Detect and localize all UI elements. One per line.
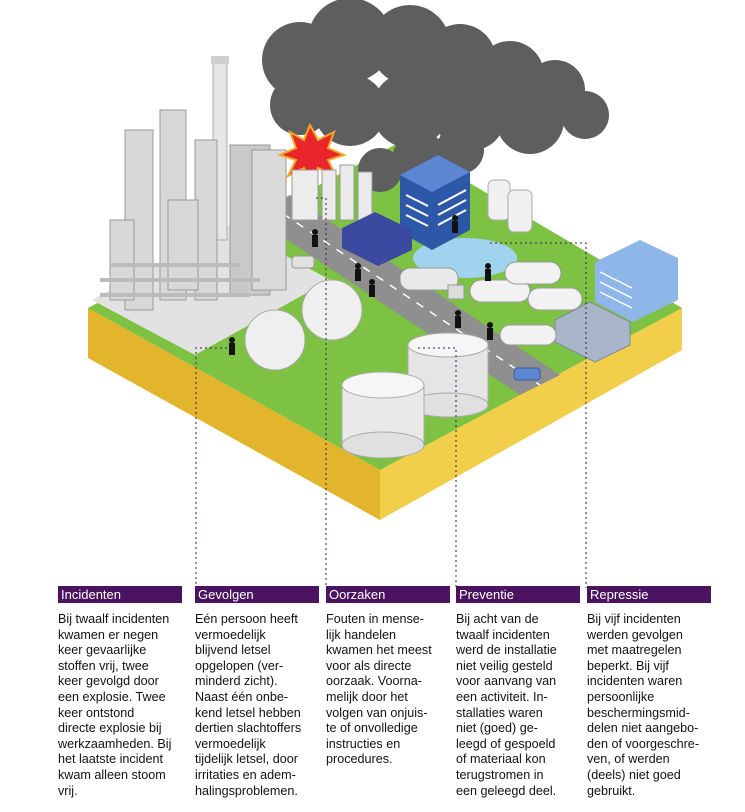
warehouse (554, 301, 631, 363)
horizontal-tanks (469, 261, 583, 346)
workers (229, 215, 493, 355)
column-heading: Oorzaken (326, 586, 450, 603)
platform-grass (88, 142, 682, 470)
platform-soil-left (88, 308, 380, 520)
column-text: Bij acht van de twaalf incidenten werd d… (456, 612, 557, 798)
column-heading: Repressie (587, 586, 711, 603)
column-heading: Incidenten (58, 586, 182, 603)
column-incidenten: Incidenten Bij twaalf incidenten kwamen … (58, 586, 182, 799)
tanker-truck (399, 267, 465, 300)
column-text: Bij twaalf incidenten kwamen er negen ke… (58, 612, 172, 798)
silos (487, 179, 533, 233)
column-text: Eén persoon heeft vermoedelijk blijvend … (195, 612, 302, 798)
refinery-towers (100, 109, 287, 311)
storage-tanks (341, 332, 489, 459)
low-building (342, 212, 412, 266)
column-text: Fouten in mense- lijk handelen kwamen he… (326, 612, 432, 767)
column-repressie: Repressie Bij vijf incidenten werden gev… (587, 586, 711, 799)
column-heading: Preventie (456, 586, 580, 603)
cars (291, 255, 541, 381)
storage-stacks (595, 240, 678, 322)
tank-row (321, 164, 373, 223)
explosion-tank (291, 169, 319, 221)
column-gevolgen: Gevolgen Eén persoon heeft vermoedelijk … (195, 586, 319, 799)
industrial-site-illustration (88, 0, 682, 588)
column-oorzaken: Oorzaken Fouten in mense- lijk handelen … (326, 586, 450, 768)
column-preventie: Preventie Bij acht van de twaalf inciden… (456, 586, 580, 799)
leader-lines (195, 197, 587, 588)
gas-spheres (244, 279, 363, 371)
column-heading: Gevolgen (195, 586, 319, 603)
column-text: Bij vijf incidenten werden gevolgen met … (587, 612, 700, 798)
